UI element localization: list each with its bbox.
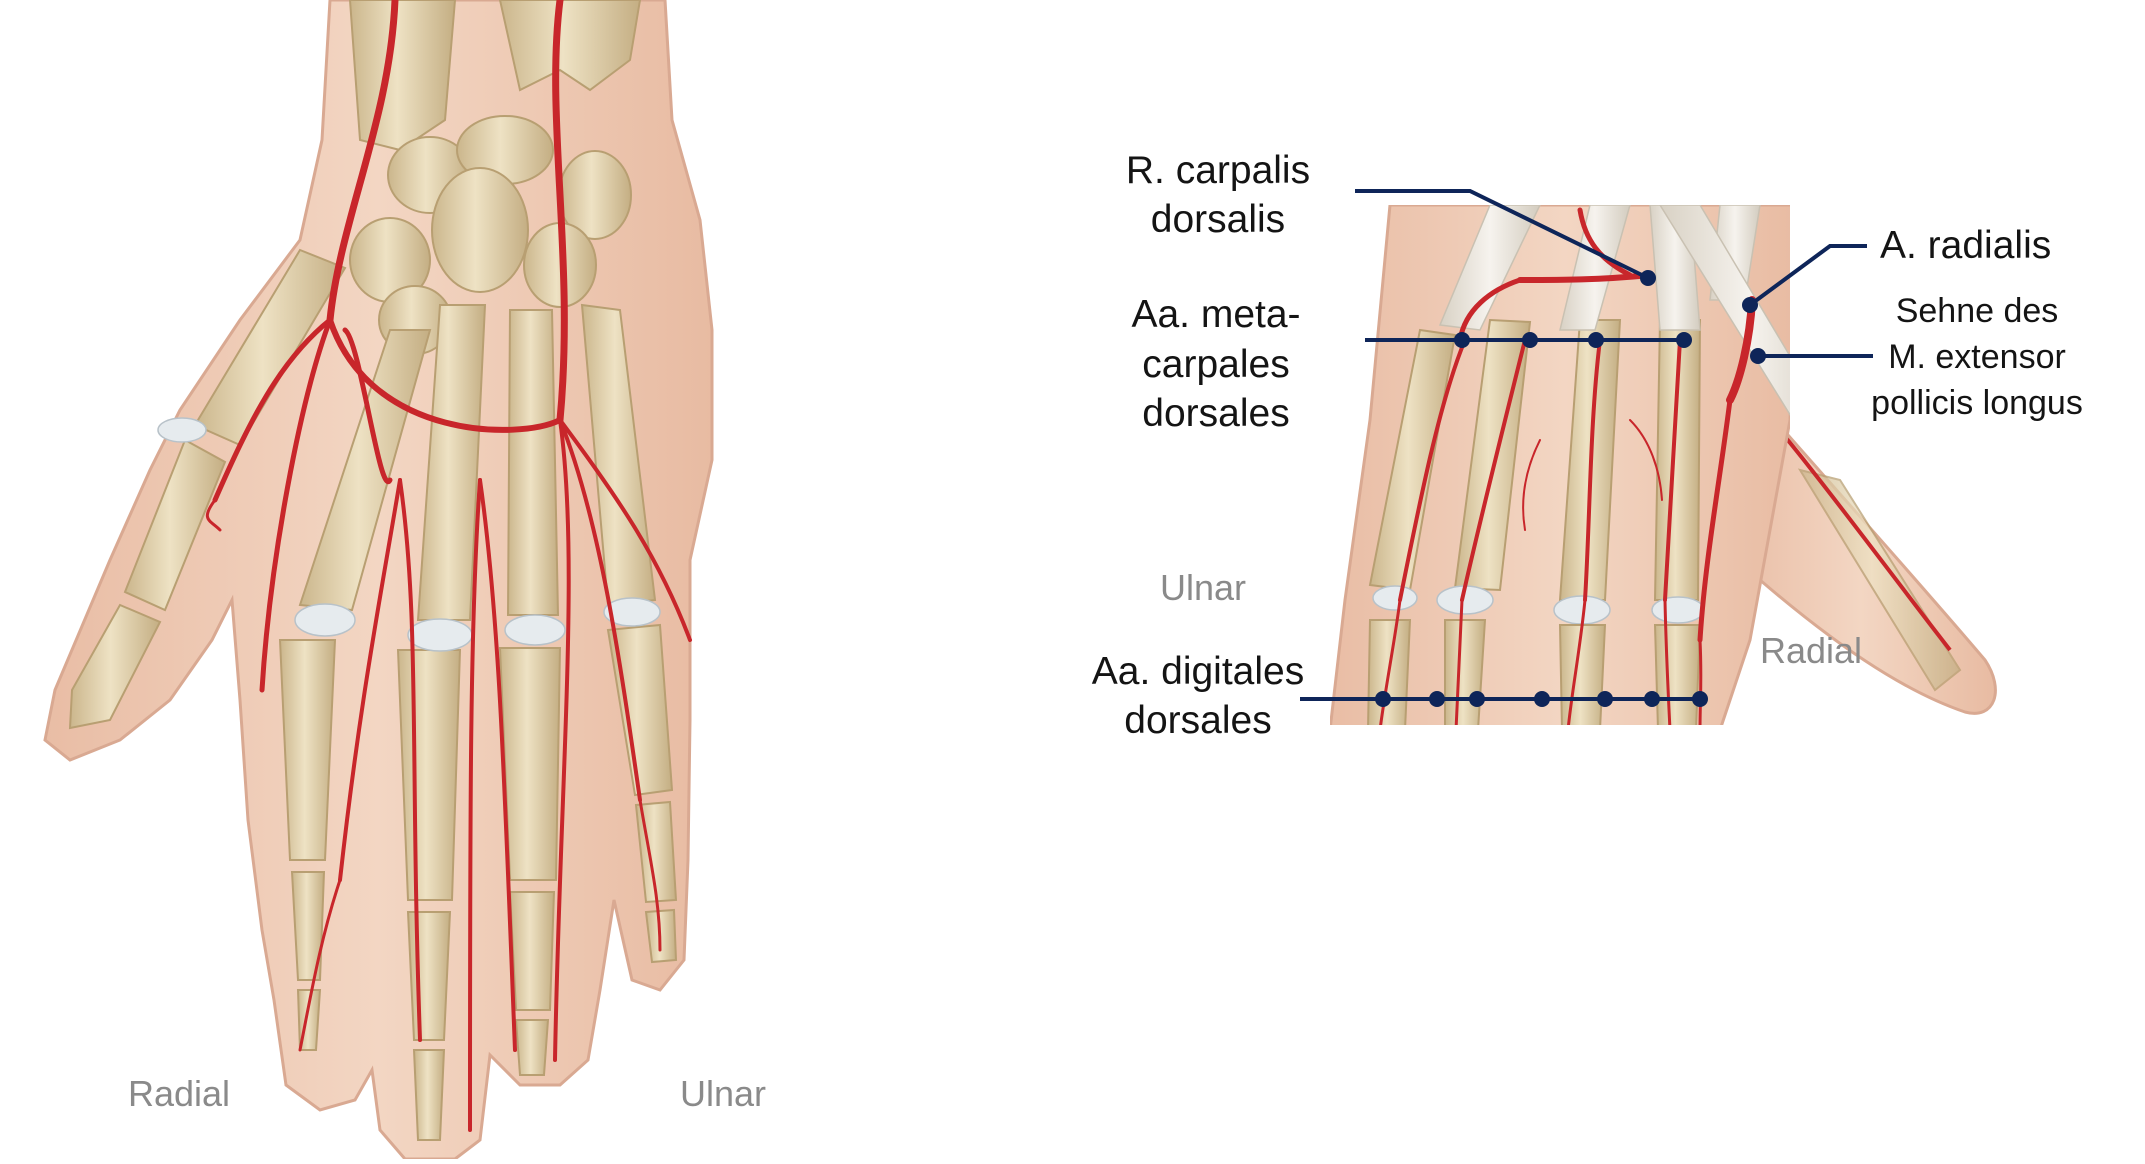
label-aa-meta-2: carpales [1142, 343, 1289, 386]
label-r-carpalis-2: dorsalis [1151, 198, 1285, 241]
ulna-bone [498, 0, 642, 92]
label-radial-right: Radial [1760, 630, 1862, 671]
label-aa-meta-3: dorsales [1142, 392, 1289, 435]
left-hand-arteries [205, 0, 692, 1132]
thumb-bone [1797, 468, 1962, 692]
joint-cartilage [157, 417, 661, 652]
left-ulnar-label: Ulnar [680, 1073, 766, 1114]
leader-dots [1375, 270, 1766, 707]
left-hand-illustration: Radial Ulnar [43, 0, 766, 1161]
label-aa-meta-1: Aa. meta- [1131, 293, 1300, 336]
right-hand-illustration: R. carpalis dorsalis Aa. meta- carpales … [1092, 149, 2083, 742]
label-a-radialis: A. radialis [1880, 224, 2051, 267]
left-radial-label: Radial [128, 1073, 230, 1114]
label-sehne-3: pollicis longus [1871, 384, 2083, 422]
thumb-bones [68, 248, 347, 730]
label-r-carpalis-1: R. carpalis [1126, 149, 1310, 192]
leader-a-radialis [1748, 244, 1867, 307]
leader-r-carpalis [1355, 189, 1649, 280]
label-ulnar-right: Ulnar [1160, 567, 1246, 608]
label-aa-digitales-2: dorsales [1124, 699, 1271, 742]
metacarpal-bones [298, 303, 657, 621]
label-sehne-1: Sehne des [1896, 292, 2059, 330]
label-sehne-2: M. extensor [1888, 338, 2066, 376]
label-aa-digitales-1: Aa. digitales [1092, 650, 1304, 693]
